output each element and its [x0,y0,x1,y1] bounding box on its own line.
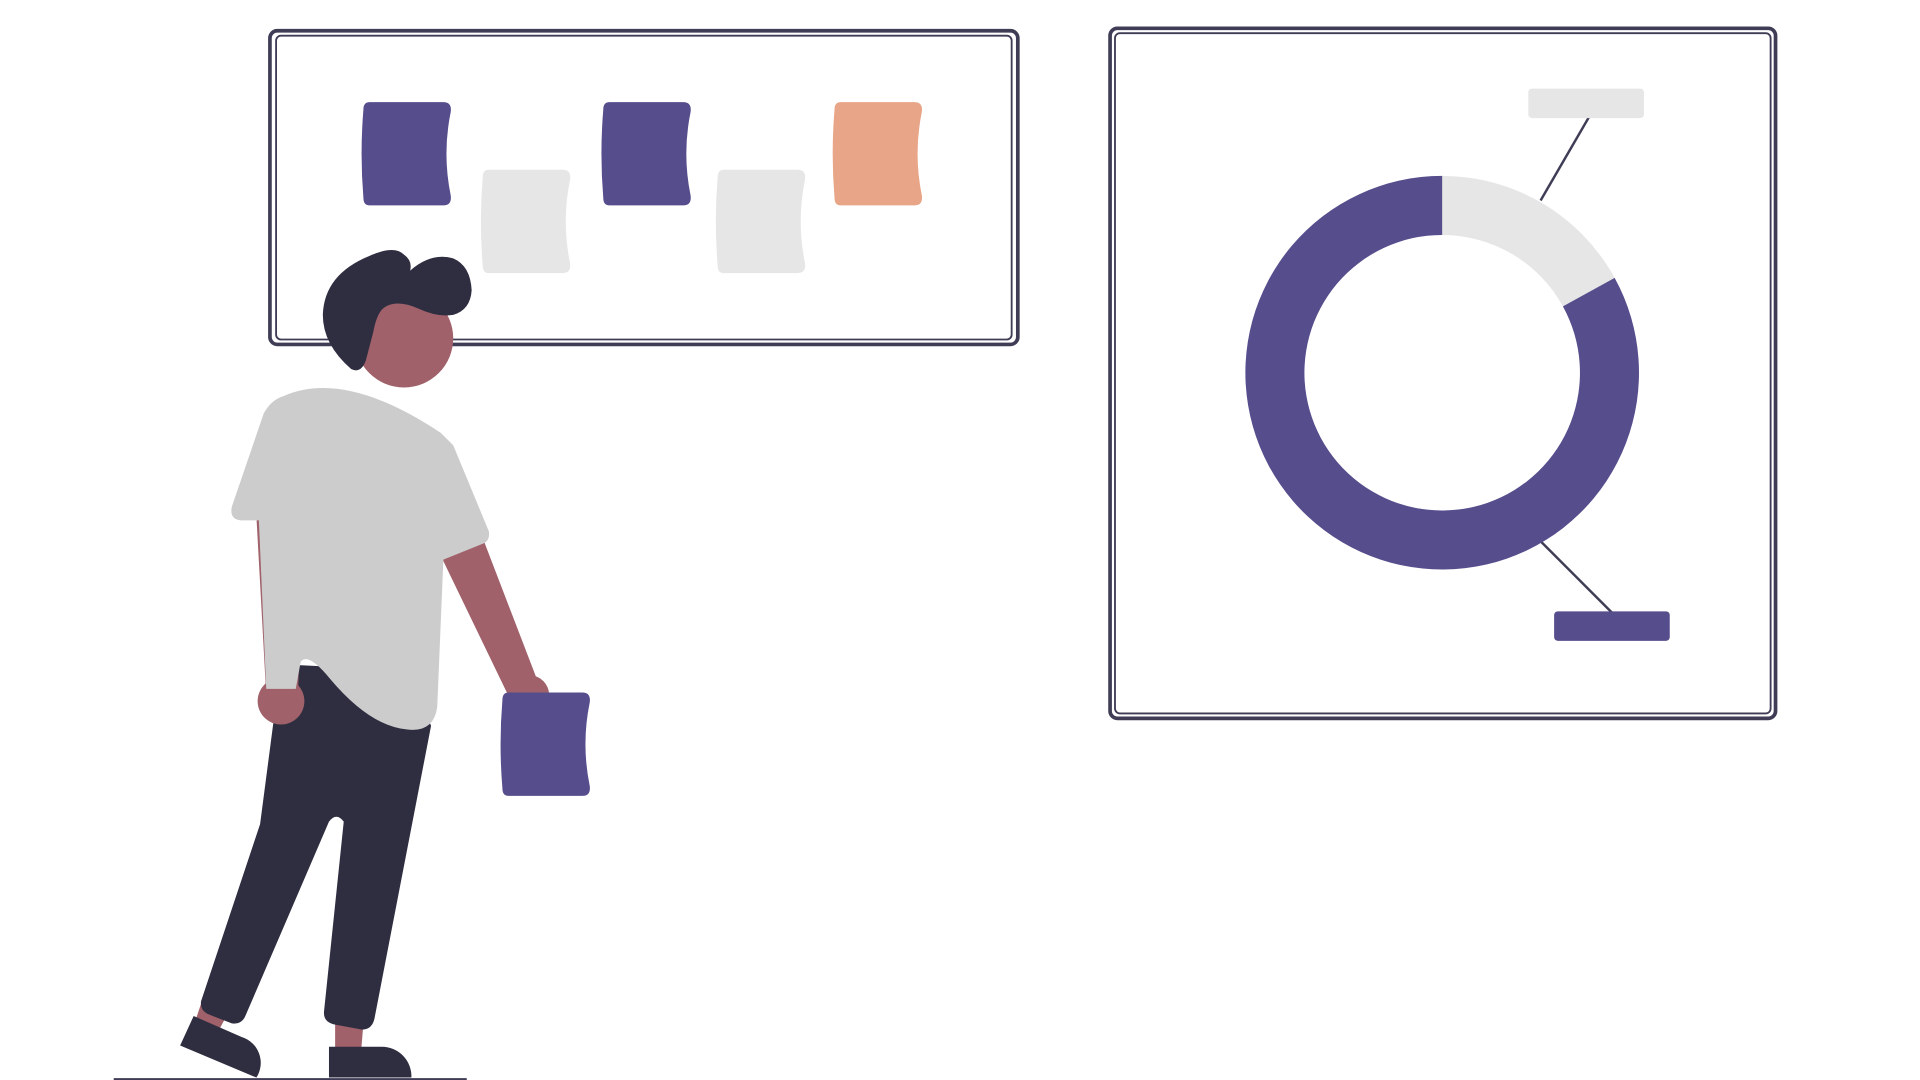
kanban-card [832,102,923,206]
kanban-card [601,102,691,206]
kanban-board-inner [275,34,1013,341]
callout-line-bottom [1539,540,1613,614]
hand-left [257,677,305,725]
donut-segment-primary [1245,175,1639,570]
callout-line-top [1539,115,1591,202]
kanban-card [480,169,571,274]
held-card [500,692,590,796]
shoe-right [328,1046,412,1078]
kanban-card [715,169,806,274]
hair [322,249,472,371]
kanban-card [361,102,451,206]
shoe-left [180,1016,261,1078]
head [354,289,454,388]
arm-right [439,541,537,702]
donut-chart [1245,175,1639,570]
legend-label-muted [1528,88,1644,119]
kanban-board-frame [268,28,1020,347]
legend-label-primary [1554,611,1670,641]
shirt [231,388,490,730]
person-figure [113,249,550,1080]
chart-board-inner [1114,32,1772,715]
pants [200,664,432,1030]
donut-segment-muted [1442,175,1615,307]
chart-board-frame [1108,26,1778,721]
